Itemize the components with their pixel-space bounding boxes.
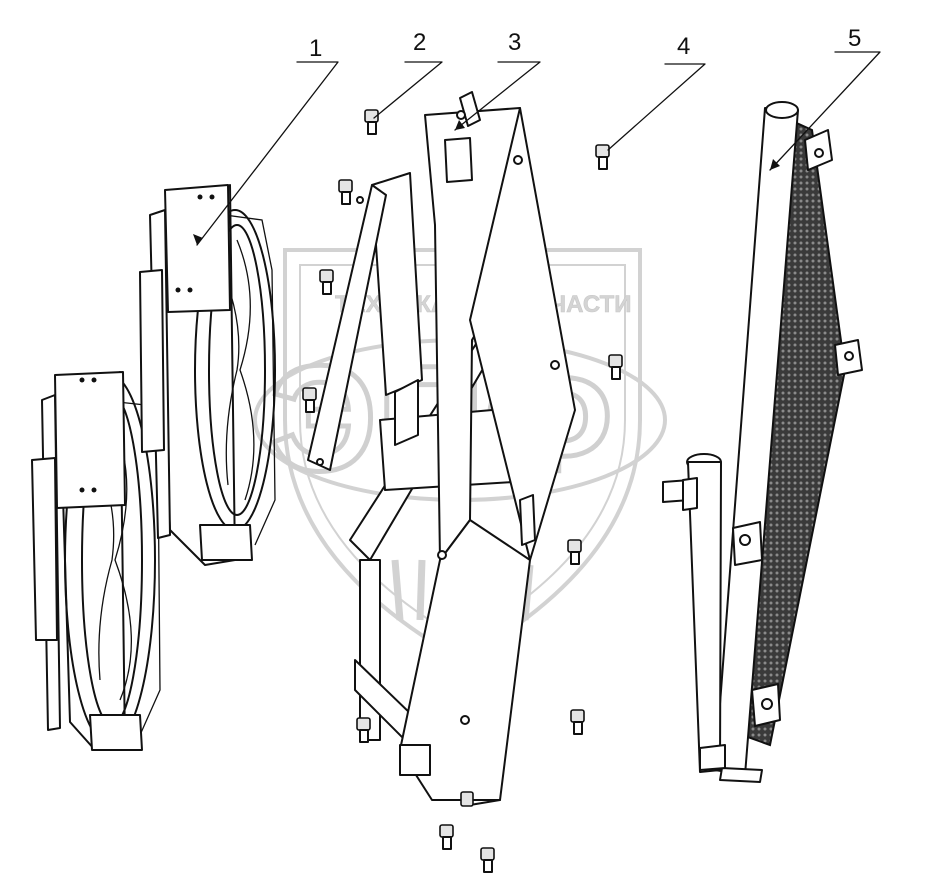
callout-5: 5 <box>769 25 881 171</box>
bolts <box>302 109 623 873</box>
callout-label-5: 5 <box>848 25 861 52</box>
bolt <box>608 354 623 380</box>
fan-assembly-rear <box>31 371 161 751</box>
callout-label-1: 1 <box>309 35 322 62</box>
bolt <box>595 144 610 170</box>
callout-label-3: 3 <box>508 29 521 56</box>
bolt <box>302 387 317 413</box>
callout-1: 1 <box>193 35 339 246</box>
fan-assembly-front <box>139 184 276 566</box>
callout-label-4: 4 <box>677 33 690 60</box>
callout-label-2: 2 <box>413 29 426 56</box>
bolt <box>319 269 334 295</box>
bolt <box>480 847 495 873</box>
radiator-condenser <box>662 101 863 783</box>
callout-4: 4 <box>607 33 706 151</box>
bolt <box>338 179 353 205</box>
mounting-bracket <box>307 91 576 806</box>
bolt <box>356 717 371 743</box>
callout-2: 2 <box>373 29 443 119</box>
bolt <box>460 791 474 807</box>
bolt <box>570 709 585 735</box>
bolt <box>439 824 454 850</box>
bolt <box>364 109 379 135</box>
callout-3: 3 <box>454 29 541 131</box>
bolt <box>567 539 582 565</box>
